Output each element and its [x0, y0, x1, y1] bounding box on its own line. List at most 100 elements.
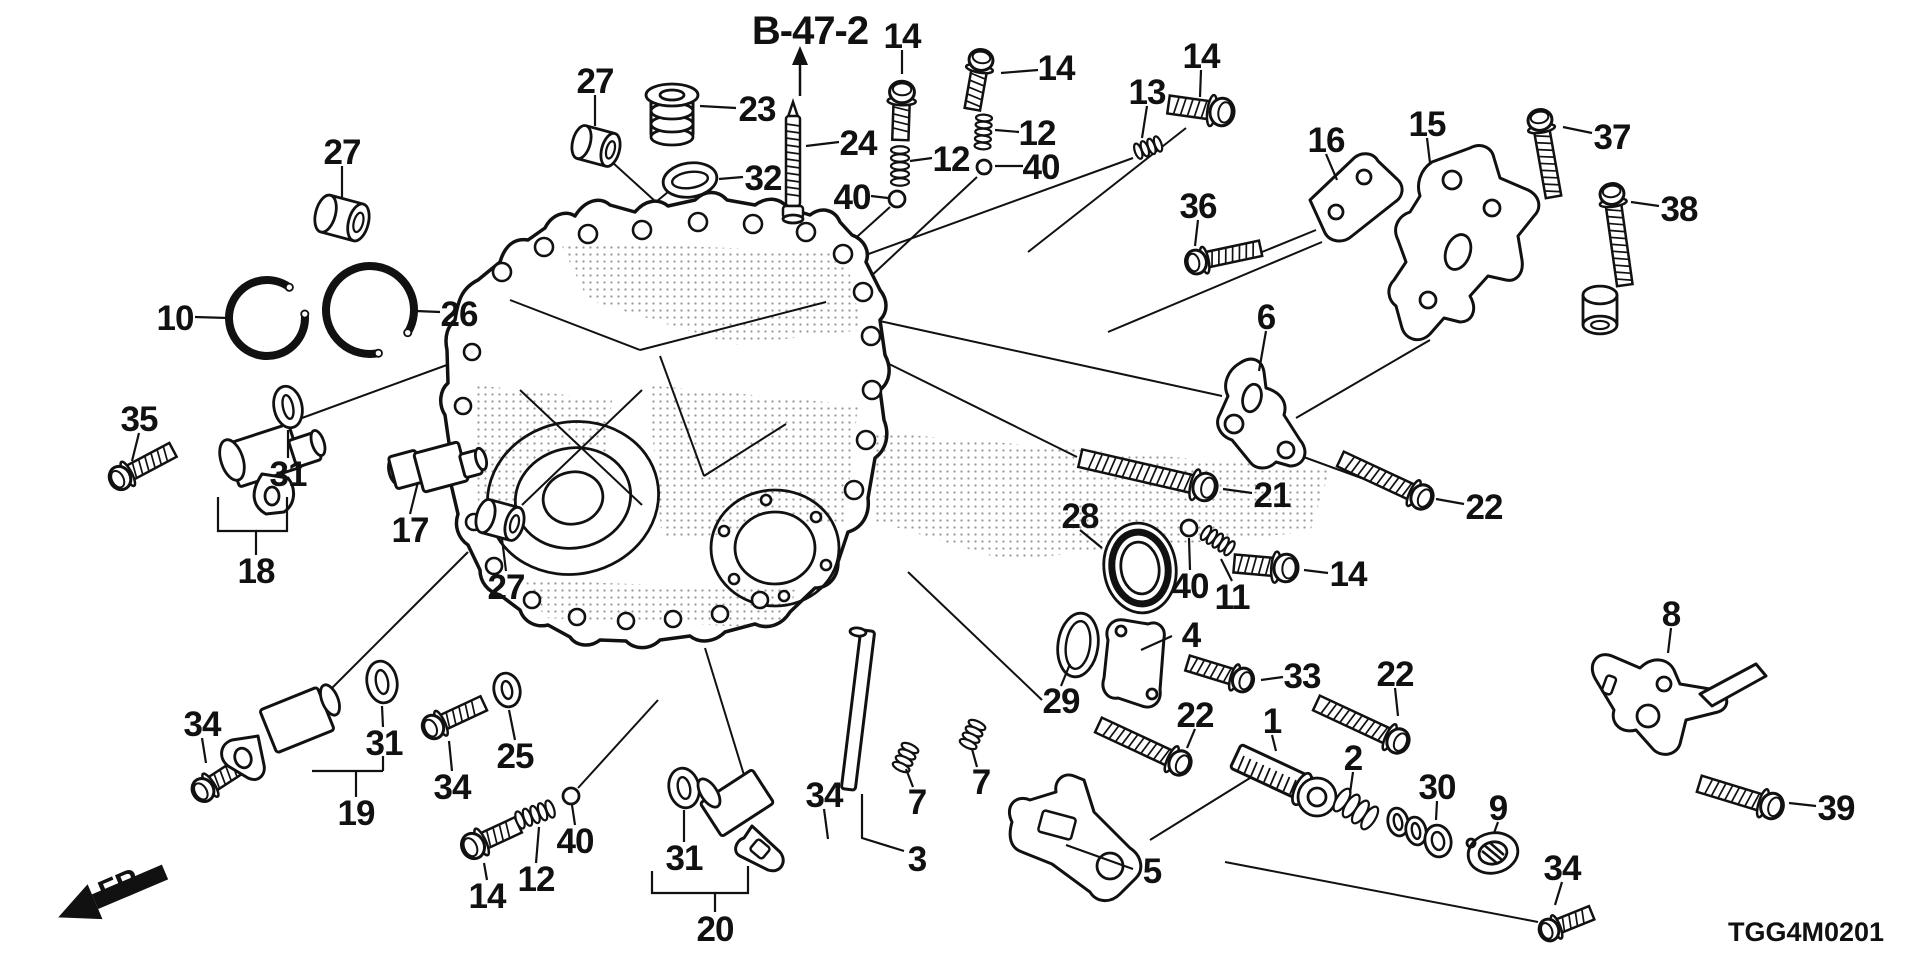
callout-40-label: 40: [1023, 148, 1060, 187]
thread-tick: [785, 179, 801, 183]
snapring-eye: [284, 282, 294, 292]
thread-tick: [1256, 764, 1265, 780]
callout-40-label: 40: [834, 178, 871, 217]
callout-29-label: 29: [1043, 682, 1080, 721]
thread-tick: [1289, 779, 1297, 795]
part-sensor-20-conn: [734, 824, 785, 873]
snapring-eye: [403, 328, 413, 338]
case-bosses-bottom: [484, 556, 504, 576]
thread-tick: [1223, 668, 1232, 682]
leader-line: [447, 740, 454, 772]
thread-tick: [1162, 470, 1171, 487]
assembly-line: [704, 647, 749, 789]
thread-tick: [1609, 222, 1624, 226]
part-roller-27b: [313, 193, 371, 243]
thread-tick: [458, 707, 463, 722]
circle-shape: [1327, 203, 1345, 221]
ellipse-shape: [541, 470, 605, 526]
cyl-bottom: [480, 531, 511, 542]
bolt-head-face: [1416, 488, 1433, 508]
assembly-line: [874, 319, 1223, 397]
spring-coil: [1132, 142, 1144, 160]
callout-30-label: 30: [1419, 768, 1456, 807]
thread-tick: [1128, 462, 1137, 479]
callout-16-label: 16: [1308, 121, 1345, 160]
leader-line: [1324, 153, 1339, 181]
cyl-top: [585, 124, 616, 135]
diagram-code: TGG4M0201: [1728, 917, 1884, 947]
case-rib-line: [703, 423, 787, 477]
callout-10-label: 10: [157, 299, 194, 338]
thread-tick: [970, 79, 984, 87]
thread-tick: [1245, 244, 1248, 259]
callout-37-label: 37: [1594, 118, 1631, 157]
case-bosses-top: [533, 236, 555, 258]
thread-tick: [1179, 98, 1187, 115]
case-bosses-top: [795, 221, 817, 243]
thread-tick: [785, 123, 801, 127]
callout-31-label: 31: [666, 839, 703, 878]
leader-line: [904, 768, 915, 788]
part-washer-31b: [365, 659, 399, 705]
assembly-line: [1261, 229, 1317, 253]
case-bosses-top: [855, 429, 877, 451]
circle-shape: [1296, 776, 1338, 818]
case-bosses-bottom: [522, 590, 542, 610]
callout-17-label: 17: [392, 511, 429, 550]
callout-34-label: 34: [184, 705, 222, 744]
leader-line: [1553, 881, 1564, 906]
leader-line: [1425, 137, 1432, 164]
assembly-line: [829, 157, 1134, 269]
circle-shape: [1655, 675, 1673, 693]
leader-line: [408, 481, 420, 515]
oring-inner: [1064, 619, 1092, 671]
callout-35-label: 35: [121, 400, 158, 439]
thread-tick: [486, 831, 492, 847]
spring-coil: [889, 161, 911, 171]
leader-line: [256, 497, 289, 533]
leader-line: [194, 315, 229, 320]
ellipse-shape: [781, 213, 805, 225]
thread-tick: [1382, 474, 1393, 488]
part-oring-31a: [272, 384, 304, 430]
part-bolt-14d: [1232, 550, 1300, 584]
callout-11-label: 11: [1215, 578, 1251, 617]
cyl-top: [330, 193, 364, 206]
assembly-line: [1224, 861, 1539, 923]
callout-7-label: 7: [908, 783, 926, 822]
thread-tick: [1134, 737, 1145, 751]
stipple-patch: [560, 242, 862, 345]
thread-tick: [1724, 785, 1734, 800]
callout-6-label: 6: [1257, 298, 1276, 337]
callout-27-label: 27: [324, 133, 361, 172]
thread-tick: [1345, 712, 1357, 726]
callout-14-label: 14: [469, 877, 507, 916]
part-spring-12a: [889, 145, 911, 187]
part-spring-2: [1332, 787, 1380, 831]
thread-tick: [1251, 557, 1258, 574]
endcover-bolt-holes: [819, 558, 833, 572]
bolt-head-face: [1217, 101, 1233, 124]
case-rib-line: [521, 389, 643, 506]
thread-tick: [1611, 236, 1626, 240]
leader-line: [1187, 537, 1192, 571]
part-bolt-33: [1183, 654, 1256, 694]
bolt-head-face: [971, 50, 992, 65]
thread-tick: [1539, 155, 1554, 158]
thread-tick: [1153, 746, 1164, 760]
bolt-head-face: [1529, 110, 1550, 125]
thread-tick: [1744, 791, 1754, 806]
thread-tick: [1617, 278, 1632, 281]
assembly-line: [907, 571, 1043, 701]
thread-tick: [1237, 555, 1244, 573]
thread-tick: [1269, 770, 1278, 786]
front-arrow-head: [58, 884, 103, 920]
cyl-cap: [313, 193, 338, 234]
endcover-bolt-holes: [727, 572, 741, 586]
part-snapring-26: [322, 262, 418, 358]
part-spring-13: [1132, 135, 1164, 160]
part-plug-23-flange: [644, 82, 700, 108]
callout-14-label: 14: [1038, 49, 1076, 88]
thread-tick: [1350, 459, 1362, 473]
